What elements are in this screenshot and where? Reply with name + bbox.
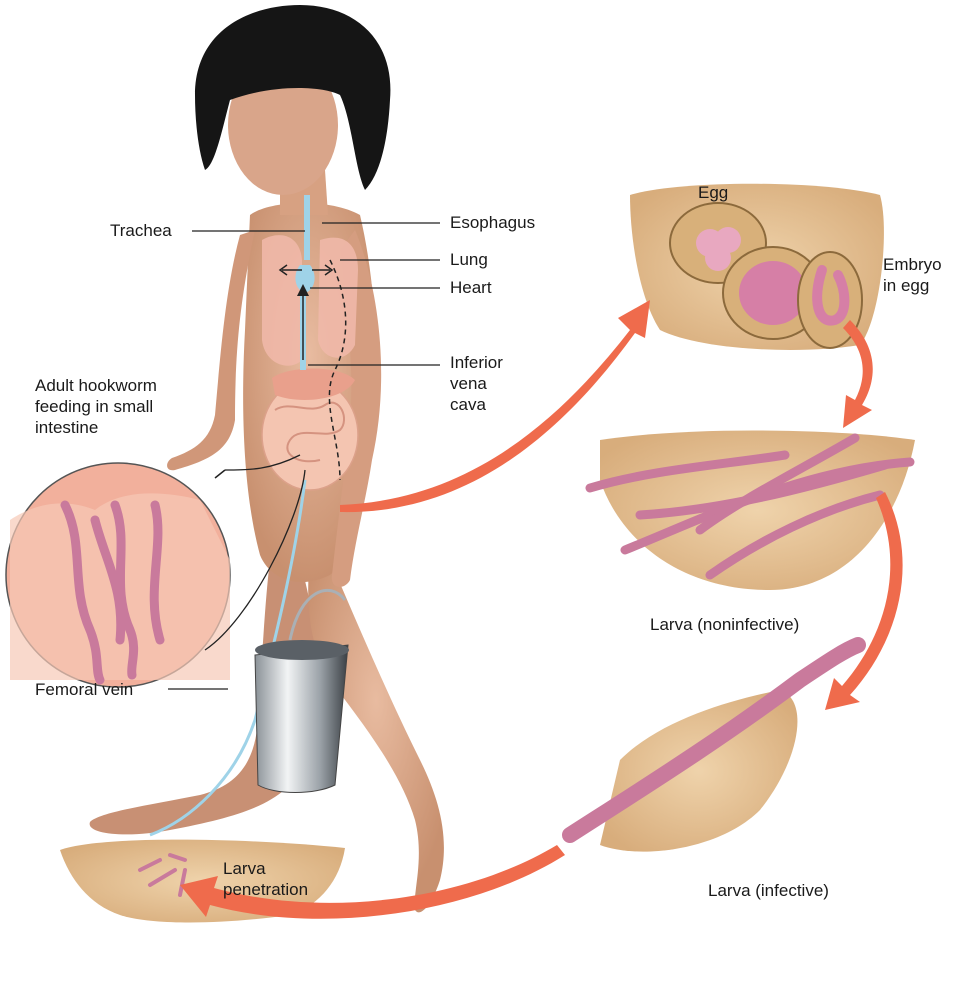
larva-noninfective-label: Larva (noninfective) bbox=[650, 614, 799, 635]
trachea-label: Trachea bbox=[110, 220, 172, 241]
intestine-inset bbox=[6, 463, 230, 687]
esophagus-label: Esophagus bbox=[450, 212, 535, 233]
inferior-vena-cava-label: Inferior vena cava bbox=[450, 352, 503, 415]
adult-hookworm-label: Adult hookworm feeding in small intestin… bbox=[35, 375, 157, 438]
embryo-in-egg-label: Embryo in egg bbox=[883, 254, 942, 296]
heart-label: Heart bbox=[450, 277, 492, 298]
lung-label: Lung bbox=[450, 249, 488, 270]
infective-larva-soil bbox=[570, 645, 858, 852]
noninfective-larva-soil bbox=[590, 431, 915, 590]
egg-label: Egg bbox=[698, 182, 728, 203]
femoral-vein-label: Femoral vein bbox=[35, 679, 133, 700]
larva-penetration-label: Larva penetration bbox=[223, 858, 308, 900]
larva-infective-label: Larva (infective) bbox=[708, 880, 829, 901]
